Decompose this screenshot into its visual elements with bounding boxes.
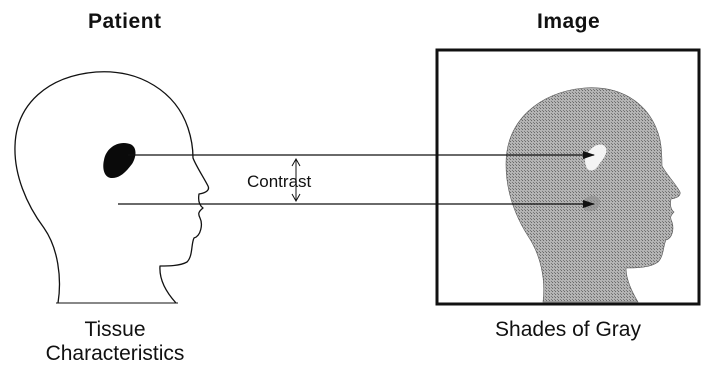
patient-caption-line2: Characteristics (45, 342, 185, 365)
image-caption: Shades of Gray (495, 318, 641, 341)
image-gray-head (505, 87, 681, 303)
image-heading: Image (537, 10, 601, 33)
contrast-label: Contrast (247, 172, 312, 191)
contrast-indicator (291, 157, 301, 203)
patient-head-outline (14, 71, 210, 304)
tissue-lesion (103, 142, 136, 178)
image-lesion-highlight (585, 144, 607, 171)
patient-heading: Patient (88, 10, 162, 33)
patient-caption-line1: Tissue (84, 318, 146, 341)
